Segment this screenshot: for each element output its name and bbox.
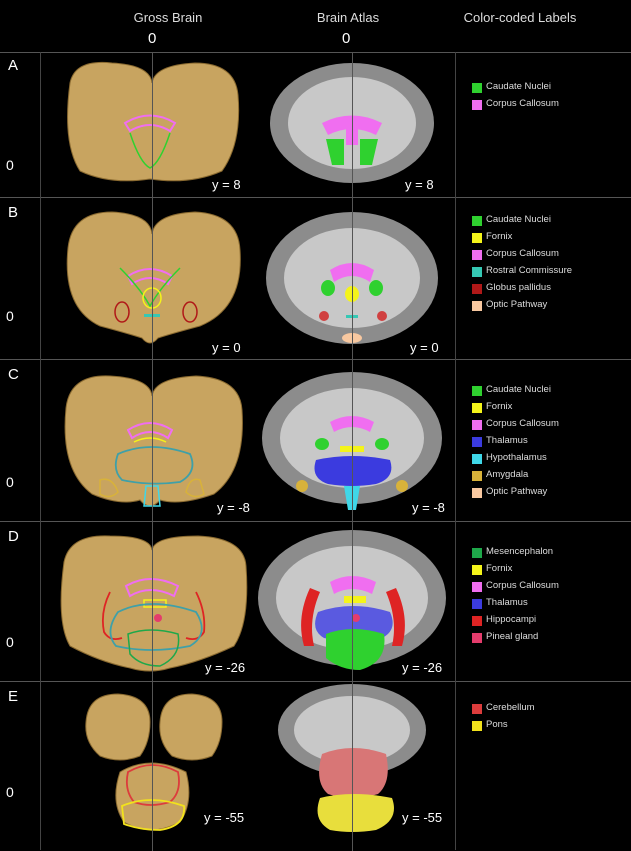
legend-swatch — [472, 250, 482, 260]
atlas-y-label: y = -26 — [402, 660, 443, 675]
panel-d: D 0 y = -26 y = -26 Mesencephalon Fornix… — [0, 521, 631, 682]
legend-label: Fornix — [486, 231, 513, 242]
legend-label: Optic Pathway — [486, 299, 548, 310]
y-origin-label: 0 — [6, 784, 14, 800]
legend-label: Rostral Commissure — [486, 265, 573, 276]
color-coded-labels-header: Color-coded Labels — [463, 10, 577, 25]
panel-e: E 0 y = -55 y = -55 Cerebellum Pons — [0, 681, 631, 851]
gross-y-label: y = 8 — [212, 177, 241, 192]
legend-label: Caudate Nuclei — [486, 81, 551, 92]
y-origin-label: 0 — [6, 308, 14, 324]
panel-letter: A — [8, 57, 19, 74]
legend-swatch — [472, 301, 482, 311]
atlas-y-label: y = -8 — [412, 500, 445, 515]
panel-e-images — [85, 684, 426, 832]
legend-swatch — [472, 616, 482, 626]
legend-swatch — [472, 582, 482, 592]
brain-atlas-zero: 0 — [342, 30, 351, 47]
legend-swatch — [472, 488, 482, 498]
y-origin-label: 0 — [6, 634, 14, 650]
legend-label: Globus pallidus — [486, 282, 551, 293]
legend-label: Cerebellum — [486, 702, 535, 713]
legend-label: Fornix — [486, 563, 513, 574]
legend-label: Corpus Callosum — [486, 418, 559, 429]
legend-swatch — [472, 420, 482, 430]
legend-swatch — [472, 386, 482, 396]
legend-swatch — [472, 548, 482, 558]
panel-a: A 0 y = 8 y = 8 Caudate Nuclei Corpus Ca… — [0, 52, 631, 198]
legend-label: Amygdala — [486, 469, 529, 480]
legend-swatch — [472, 216, 482, 226]
legend-label: Hypothalamus — [486, 452, 547, 463]
y-origin-label: 0 — [6, 474, 14, 490]
atlas-y-label: y = 8 — [405, 177, 434, 192]
legend-label: Hippocampi — [486, 614, 537, 625]
atlas-y-label: y = -55 — [402, 810, 443, 825]
legend-swatch — [472, 284, 482, 294]
legend-label: Optic Pathway — [486, 486, 548, 497]
legend-swatch — [472, 454, 482, 464]
legend-label: Caudate Nuclei — [486, 214, 551, 225]
gross-y-label: y = -8 — [217, 500, 250, 515]
panel-letter: C — [8, 366, 19, 383]
legend-swatch — [472, 471, 482, 481]
legend-swatch — [472, 100, 482, 110]
panel-a-images — [67, 61, 434, 183]
panel-letter: E — [8, 688, 19, 705]
legend-swatch — [472, 721, 482, 731]
legend-label: Pineal gland — [486, 631, 539, 642]
legend-swatch — [472, 633, 482, 643]
legend-swatch — [472, 83, 482, 93]
y-origin-label: 0 — [6, 157, 14, 173]
brain-atlas-header: Brain Atlas — [316, 10, 380, 25]
legend-swatch — [472, 403, 482, 413]
gross-y-label: y = -26 — [205, 660, 246, 675]
legend-swatch — [472, 267, 482, 277]
panel-letter: B — [8, 204, 19, 221]
legend-swatch — [472, 704, 482, 714]
gross-y-label: y = -55 — [204, 810, 245, 825]
legend-swatch — [472, 437, 482, 447]
gross-brain-zero: 0 — [148, 30, 157, 47]
legend-label: Corpus Callosum — [486, 580, 559, 591]
panel-letter: D — [8, 528, 19, 545]
gross-y-label: y = 0 — [212, 340, 241, 355]
legend-swatch — [472, 233, 482, 243]
panel-b: B 0 y = 0 y = 0 Caudate Nuclei Fornix Co… — [0, 197, 631, 360]
legend-label: Corpus Callosum — [486, 98, 559, 109]
legend-label: Mesencephalon — [486, 546, 554, 557]
legend-label: Pons — [486, 719, 508, 730]
legend-label: Corpus Callosum — [486, 248, 559, 259]
panel-c: C 0 y = -8 y = -8 Caudate Nuclei Fornix … — [0, 359, 631, 522]
legend-label: Thalamus — [486, 435, 528, 446]
legend-swatch — [472, 599, 482, 609]
legend-label: Fornix — [486, 401, 513, 412]
gross-brain-header: Gross Brain — [133, 10, 203, 25]
legend-label: Thalamus — [486, 597, 528, 608]
atlas-y-label: y = 0 — [410, 340, 439, 355]
legend-swatch — [472, 565, 482, 575]
legend-label: Caudate Nuclei — [486, 384, 551, 395]
